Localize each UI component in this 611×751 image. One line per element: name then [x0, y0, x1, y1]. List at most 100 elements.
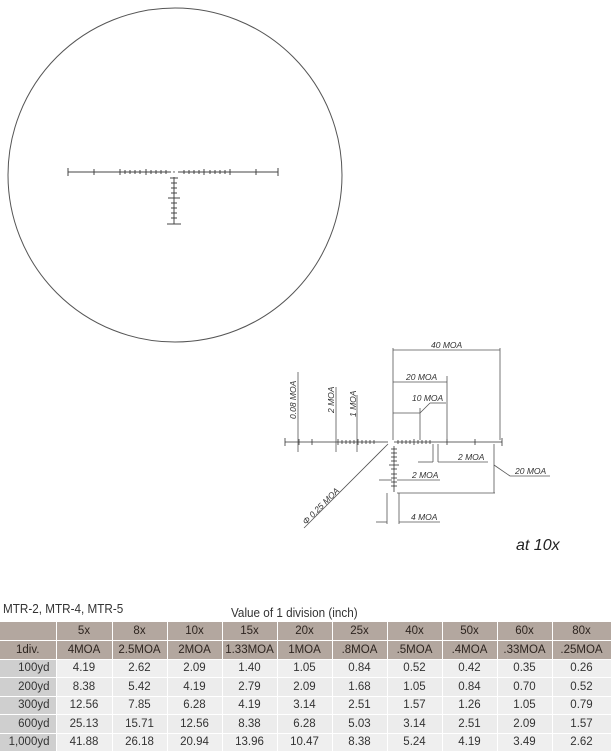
table-cell: 0.26	[552, 659, 611, 678]
table-cell: 4.19	[167, 677, 223, 697]
header-mag: 20x	[277, 622, 333, 641]
table-cell: 1.05	[387, 677, 443, 697]
header-moa: 2MOA	[167, 640, 223, 660]
table-cell: 2.51	[442, 714, 498, 734]
label-10-moa: 10 MOA	[412, 393, 444, 403]
table-cell: 25.13	[56, 714, 113, 734]
header-moa: 1MOA	[277, 640, 333, 660]
header-moa: 4MOA	[56, 640, 113, 660]
header-corner	[0, 622, 57, 641]
table-cell: 8.38	[332, 733, 388, 751]
table-cell: 0.52	[552, 677, 611, 697]
row-distance: 300yd	[0, 696, 57, 715]
table-cell: 12.56	[56, 696, 113, 715]
table-cell: 1.57	[387, 696, 443, 715]
table-cell: 12.56	[167, 714, 223, 734]
table-cell: 6.28	[277, 714, 333, 734]
table-cell: 1.68	[332, 677, 388, 697]
header-moa: .8MOA	[332, 640, 388, 660]
center-dot-icon	[173, 171, 175, 173]
table-cell: 0.52	[387, 659, 443, 678]
magnification-header-row: 5x 8x 10x 15x 20x 25x 40x 50x 60x 80x	[0, 622, 611, 641]
table-row: 300yd 12.56 7.85 6.28 4.19 3.14 2.51 1.5…	[0, 696, 611, 715]
label-40-moa: 40 MOA	[431, 340, 463, 350]
table-cell: 7.85	[112, 696, 168, 715]
table-cell: 8.38	[56, 677, 113, 697]
table-cell: 0.84	[442, 677, 498, 697]
header-mag: 8x	[112, 622, 168, 641]
header-mag: 50x	[442, 622, 498, 641]
table-cell: 1.05	[277, 659, 333, 678]
label-20-moa-drop: 20 MOA	[514, 466, 547, 476]
table-cell: 26.18	[112, 733, 168, 751]
row-distance: 200yd	[0, 677, 57, 697]
header-mag: 5x	[56, 622, 113, 641]
table-cell: 20.94	[167, 733, 223, 751]
table-cell: 3.14	[277, 696, 333, 715]
table-row: 1,000yd 41.88 26.18 20.94 13.96 10.47 8.…	[0, 733, 611, 751]
scope-circle	[7, 7, 343, 343]
label-1-moa: 1 MOA	[348, 390, 358, 417]
table-row: 200yd 8.38 5.42 4.19 2.79 2.09 1.68 1.05…	[0, 677, 611, 697]
header-mag: 15x	[222, 622, 278, 641]
table-cell: 6.28	[167, 696, 223, 715]
reticle-crosshair-icon	[67, 168, 279, 225]
table-cell: 0.79	[552, 696, 611, 715]
table-cell: 41.88	[56, 733, 113, 751]
magnification-caption: at 10x	[516, 537, 560, 554]
table-subtitle: Value of 1 division (inch)	[231, 605, 358, 620]
table-cell: 2.51	[332, 696, 388, 715]
table-title: MTR-2, MTR-4, MTR-5	[3, 601, 124, 616]
row-distance: 100yd	[0, 659, 57, 678]
table-cell: 2.09	[167, 659, 223, 678]
label-2-moa-gap: 2 MOA	[457, 452, 485, 462]
table-cell: 2.09	[497, 714, 553, 734]
scope-view	[7, 7, 343, 343]
label-2-moa-left: 2 MOA	[326, 386, 336, 414]
table-cell: 8.38	[222, 714, 278, 734]
table-cell: 4.19	[442, 733, 498, 751]
table-cell: 3.49	[497, 733, 553, 751]
header-moa: .25MOA	[552, 640, 611, 660]
table-cell: 0.35	[497, 659, 553, 678]
label-0-08-moa: 0.08 MOA	[288, 380, 298, 419]
table-cell: 3.14	[387, 714, 443, 734]
table-row: 600yd 25.13 15.71 12.56 8.38 6.28 5.03 3…	[0, 714, 611, 734]
table-cell: 10.47	[277, 733, 333, 751]
header-moa: 2.5MOA	[112, 640, 168, 660]
table-cell: 0.84	[332, 659, 388, 678]
table-cell: 2.79	[222, 677, 278, 697]
table-cell: 5.42	[112, 677, 168, 697]
row-distance: 600yd	[0, 714, 57, 734]
table-row: 100yd 4.19 2.62 2.09 1.40 1.05 0.84 0.52…	[0, 659, 611, 678]
header-mag: 10x	[167, 622, 223, 641]
header-mag: 60x	[497, 622, 553, 641]
table-cell: 2.09	[277, 677, 333, 697]
dimension-diagram: 0.08 MOA 2 MOA 1 MOA 40 MOA 20 MOA 10 MO…	[284, 340, 550, 529]
header-moa: .33MOA	[497, 640, 553, 660]
table-cell: 1.57	[552, 714, 611, 734]
label-center-dot: Φ 0.25 MOA	[300, 485, 341, 526]
table-cell: 1.40	[222, 659, 278, 678]
table-cell: 0.70	[497, 677, 553, 697]
label-20-moa-top: 20 MOA	[405, 372, 438, 382]
table-cell: 5.24	[387, 733, 443, 751]
moa-header-row: 1div. 4MOA 2.5MOA 2MOA 1.33MOA 1MOA .8MO…	[0, 640, 611, 660]
table-cell: 0.42	[442, 659, 498, 678]
header-moa: .4MOA	[442, 640, 498, 660]
label-4-moa: 4 MOA	[411, 512, 438, 522]
table-cell: 2.62	[112, 659, 168, 678]
table-cell: 2.62	[552, 733, 611, 751]
header-mag: 80x	[552, 622, 611, 641]
label-2-moa-vertical: 2 MOA	[411, 470, 439, 480]
table-cell: 1.26	[442, 696, 498, 715]
table-cell: 4.19	[56, 659, 113, 678]
row-distance: 1,000yd	[0, 733, 57, 751]
division-value-table: 5x 8x 10x 15x 20x 25x 40x 50x 60x 80x 1d…	[0, 622, 611, 751]
header-moa: 1.33MOA	[222, 640, 278, 660]
table-cell: 4.19	[222, 696, 278, 715]
division-label: 1div.	[0, 640, 57, 660]
table-cell: 1.05	[497, 696, 553, 715]
header-mag: 40x	[387, 622, 443, 641]
table-cell: 13.96	[222, 733, 278, 751]
